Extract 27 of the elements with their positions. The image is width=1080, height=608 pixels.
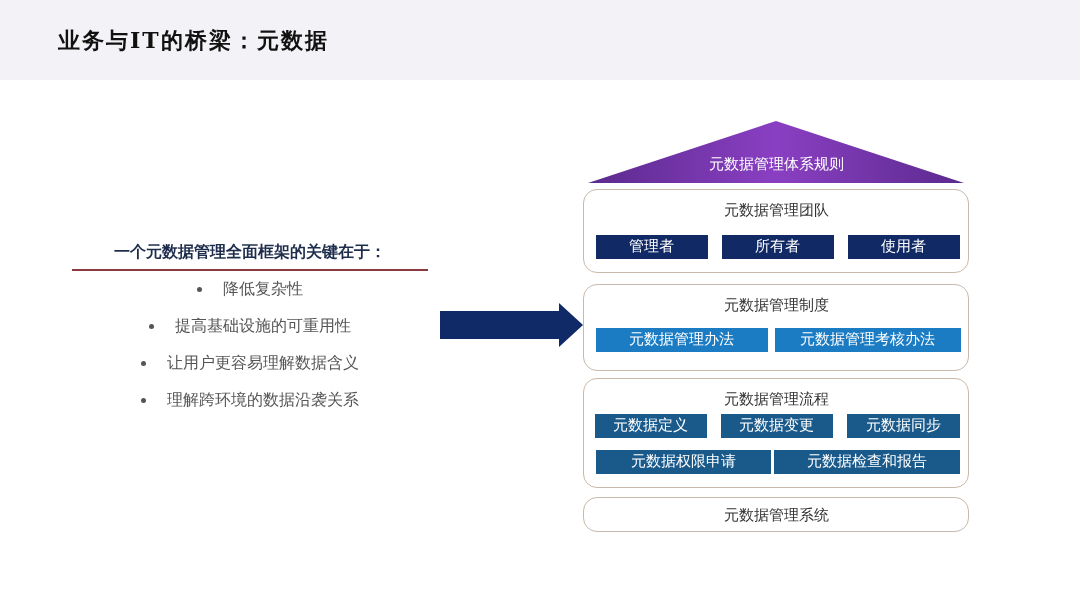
layer-panel (583, 378, 969, 488)
roof-label: 元数据管理体系规则 (707, 154, 845, 174)
bullet-item: 让用户更容易理解数据含义 (167, 353, 359, 372)
bullet-item: 降低复杂性 (223, 279, 303, 298)
heading: 一个元数据管理全面框架的关键在于： (72, 242, 428, 271)
layer-panel (583, 497, 969, 532)
item-box: 元数据定义 (594, 413, 707, 438)
item-box: 元数据检查和报告 (773, 449, 960, 474)
layer-panel (583, 189, 969, 273)
block-arrow (440, 303, 583, 347)
item-box: 元数据同步 (846, 413, 960, 438)
layer-panel (583, 284, 969, 371)
title: 业务与IT的桥梁：元数据 (58, 26, 329, 55)
item-box: 使用者 (847, 234, 960, 259)
bullet-item: 提高基础设施的可重用性 (175, 316, 351, 335)
layer-heading: 元数据管理系统 (722, 505, 830, 525)
item-box: 元数据管理办法 (595, 327, 768, 352)
layer-heading: 元数据管理流程 (722, 389, 830, 409)
item-box: 所有者 (721, 234, 834, 259)
layer-heading: 元数据管理团队 (722, 200, 830, 220)
item-box: 管理者 (595, 234, 708, 259)
item-box: 元数据变更 (720, 413, 833, 438)
bullet-item: 理解跨环境的数据沿袭关系 (167, 390, 359, 409)
item-box: 元数据权限申请 (595, 449, 771, 474)
layer-heading: 元数据管理制度 (722, 295, 830, 315)
roof-triangle (588, 121, 964, 183)
item-box: 元数据管理考核办法 (774, 327, 961, 352)
